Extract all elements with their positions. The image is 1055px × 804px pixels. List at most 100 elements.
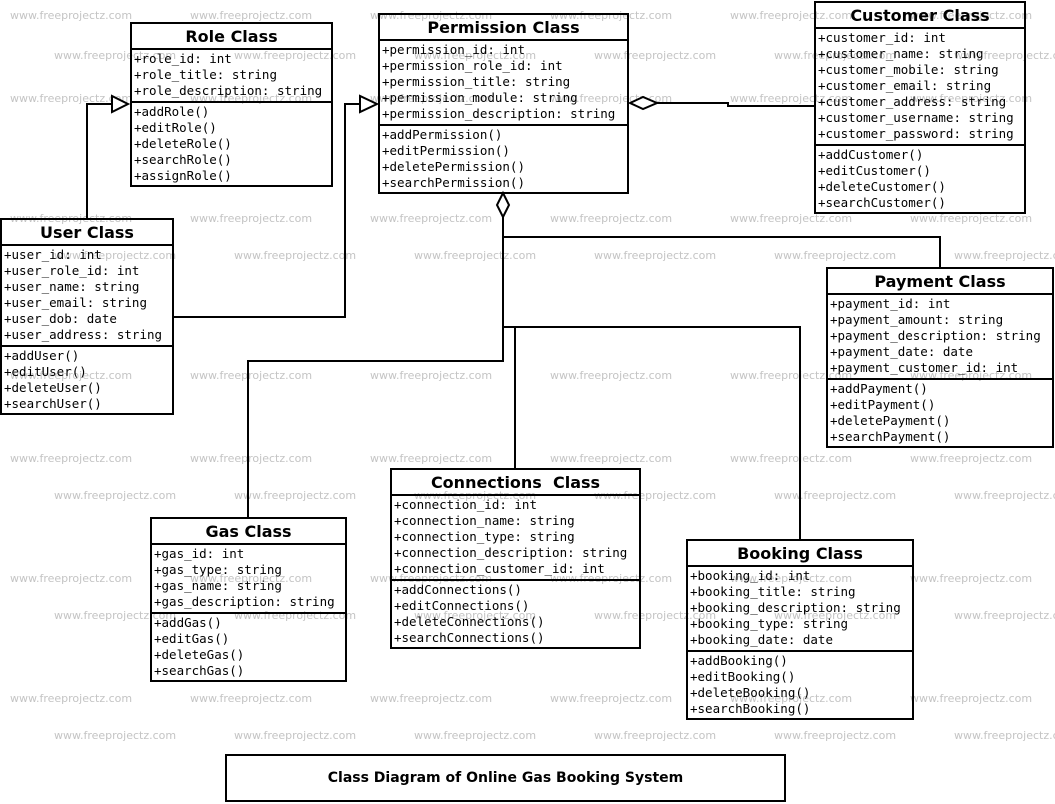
attribute-line: +connection_description: string — [394, 545, 628, 560]
permission-inheritance-arrowhead — [359, 94, 380, 114]
attribute-line: +permission_role_id: int — [382, 58, 563, 73]
attribute-line: +booking_type: string — [690, 616, 849, 631]
payment-class-title: Payment Class — [828, 269, 1052, 295]
customer-class-title: Customer Class — [816, 3, 1024, 29]
method-line: +searchPayment() — [830, 429, 951, 444]
permission-class[interactable]: Permission Class+permission_id: int+perm… — [378, 13, 629, 194]
method-line: +searchPermission() — [382, 175, 525, 190]
user-permission-inheritance-line — [173, 103, 360, 318]
attribute-line: +connection_type: string — [394, 529, 575, 544]
role-class[interactable]: Role Class+role_id: int+role_title: stri… — [130, 22, 333, 187]
method-line: +addGas() — [154, 615, 222, 630]
attribute-line: +connection_name: string — [394, 513, 575, 528]
attribute-line: +booking_id: int — [690, 568, 811, 583]
gas-class-attributes: +gas_id: int+gas_type: string+gas_name: … — [152, 545, 345, 612]
attribute-line: +role_id: int — [134, 51, 232, 66]
attribute-line: +customer_email: string — [818, 78, 992, 93]
user-class-attributes: +user_id: int+user_role_id: int+user_nam… — [2, 246, 172, 345]
customer-class[interactable]: Customer Class+customer_id: int+customer… — [814, 1, 1026, 214]
method-line: +deleteConnections() — [394, 614, 545, 629]
method-line: +searchBooking() — [690, 701, 811, 716]
method-line: +assignRole() — [134, 168, 232, 183]
method-line: +editUser() — [4, 364, 87, 379]
attribute-line: +user_dob: date — [4, 311, 117, 326]
attribute-line: +connection_id: int — [394, 497, 537, 512]
method-line: +editPayment() — [830, 397, 936, 412]
payment-class-methods: +addPayment()+editPayment()+deletePaymen… — [828, 378, 1052, 447]
attribute-line: +user_role_id: int — [4, 263, 140, 278]
attribute-line: +role_title: string — [134, 67, 277, 82]
attribute-line: +gas_name: string — [154, 578, 282, 593]
method-line: +addPayment() — [830, 381, 928, 396]
method-line: +addRole() — [134, 104, 210, 119]
attribute-line: +role_description: string — [134, 83, 323, 98]
attribute-line: +user_id: int — [4, 247, 102, 262]
user-role-inheritance-line — [86, 103, 112, 218]
method-line: +searchConnections() — [394, 630, 545, 645]
attribute-line: +permission_id: int — [382, 42, 525, 57]
booking-link-line — [515, 326, 801, 539]
gas-class-title: Gas Class — [152, 519, 345, 545]
customer-class-attributes: +customer_id: int+customer_name: string+… — [816, 29, 1024, 144]
attribute-line: +payment_description: string — [830, 328, 1041, 343]
method-line: +editGas() — [154, 631, 230, 646]
payment-link-line — [502, 217, 941, 267]
booking-class[interactable]: Booking Class+booking_id: int+booking_ti… — [686, 539, 914, 720]
method-line: +searchRole() — [134, 152, 232, 167]
gas-class[interactable]: Gas Class+gas_id: int+gas_type: string+g… — [150, 517, 347, 682]
attribute-line: +permission_module: string — [382, 90, 578, 105]
attribute-line: +gas_id: int — [154, 546, 245, 561]
method-line: +editBooking() — [690, 669, 796, 684]
role-inheritance-arrowhead — [111, 94, 131, 114]
attribute-line: +customer_username: string — [818, 110, 1014, 125]
permission-class-attributes: +permission_id: int+permission_role_id: … — [380, 41, 627, 124]
gas-link-line — [247, 237, 504, 517]
method-line: +editConnections() — [394, 598, 530, 613]
attribute-line: +gas_description: string — [154, 594, 335, 609]
booking-class-attributes: +booking_id: int+booking_title: string+b… — [688, 567, 912, 650]
attribute-line: +customer_password: string — [818, 126, 1014, 141]
connections-class[interactable]: Connections Class+connection_id: int+con… — [390, 468, 641, 649]
method-line: +addPermission() — [382, 127, 503, 142]
attribute-line: +payment_id: int — [830, 296, 951, 311]
method-line: +searchCustomer() — [818, 195, 946, 210]
user-class-title: User Class — [2, 220, 172, 246]
payment-class[interactable]: Payment Class+payment_id: int+payment_am… — [826, 267, 1054, 448]
method-line: +editPermission() — [382, 143, 510, 158]
attribute-line: +user_name: string — [4, 279, 140, 294]
method-line: +deletePermission() — [382, 159, 525, 174]
method-line: +editRole() — [134, 120, 217, 135]
attribute-line: +customer_mobile: string — [818, 62, 999, 77]
user-class[interactable]: User Class+user_id: int+user_role_id: in… — [0, 218, 174, 415]
attribute-line: +connection_customer_id: int — [394, 561, 605, 576]
attribute-line: +permission_description: string — [382, 106, 616, 121]
attribute-line: +user_address: string — [4, 327, 163, 342]
attribute-line: +user_email: string — [4, 295, 147, 310]
attribute-line: +payment_customer_id: int — [830, 360, 1019, 375]
attribute-line: +customer_address: string — [818, 94, 1007, 109]
customer-class-methods: +addCustomer()+editCustomer()+deleteCust… — [816, 144, 1024, 213]
booking-class-title: Booking Class — [688, 541, 912, 567]
method-line: +deleteUser() — [4, 380, 102, 395]
method-line: +deleteRole() — [134, 136, 232, 151]
attribute-line: +payment_amount: string — [830, 312, 1004, 327]
method-line: +deletePayment() — [830, 413, 951, 428]
attribute-line: +customer_id: int — [818, 30, 946, 45]
method-line: +deleteCustomer() — [818, 179, 946, 194]
method-line: +deleteGas() — [154, 647, 245, 662]
customer-aggregation-diamond — [627, 95, 660, 111]
role-class-methods: +addRole()+editRole()+deleteRole()+searc… — [132, 101, 331, 186]
user-class-methods: +addUser()+editUser()+deleteUser()+searc… — [2, 345, 172, 414]
permission-class-title: Permission Class — [380, 15, 627, 41]
attribute-line: +permission_title: string — [382, 74, 571, 89]
booking-class-methods: +addBooking()+editBooking()+deleteBookin… — [688, 650, 912, 719]
method-line: +searchGas() — [154, 663, 245, 678]
connections-link-line — [503, 326, 516, 468]
method-line: +addUser() — [4, 348, 80, 363]
connections-class-title: Connections Class — [392, 470, 639, 496]
method-line: +searchUser() — [4, 396, 102, 411]
method-line: +addBooking() — [690, 653, 788, 668]
method-line: +addConnections() — [394, 582, 522, 597]
method-line: +addCustomer() — [818, 147, 924, 162]
